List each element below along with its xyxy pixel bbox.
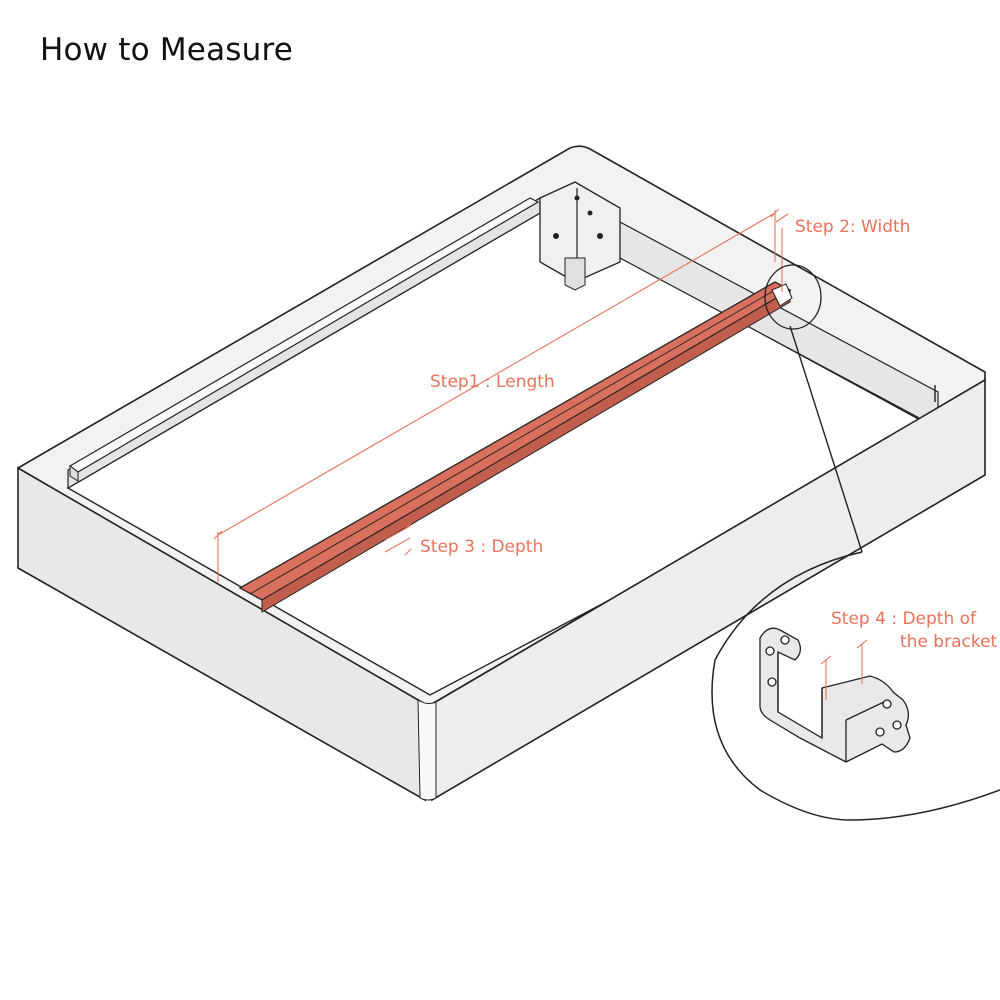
length-dimension xyxy=(213,208,780,582)
beam-end-bracket xyxy=(771,283,793,307)
width-dimension xyxy=(775,213,789,292)
bracket-depth-dimension xyxy=(820,639,868,700)
step4-label-line2: the bracket xyxy=(900,632,998,652)
center-beam xyxy=(238,281,792,613)
step3-depth-label: Step 3 : Depth xyxy=(420,537,543,557)
step1-length-label: Step1 : Length xyxy=(430,372,555,392)
bracket-detail xyxy=(759,627,911,763)
depth-dimension xyxy=(384,522,412,556)
step2-width-label: Step 2: Width xyxy=(795,217,910,237)
step4-label-line1: Step 4 : Depth of xyxy=(831,609,977,629)
page-title: How to Measure xyxy=(40,32,294,68)
detail-callout xyxy=(711,264,1000,821)
corner-bracket xyxy=(539,181,621,291)
